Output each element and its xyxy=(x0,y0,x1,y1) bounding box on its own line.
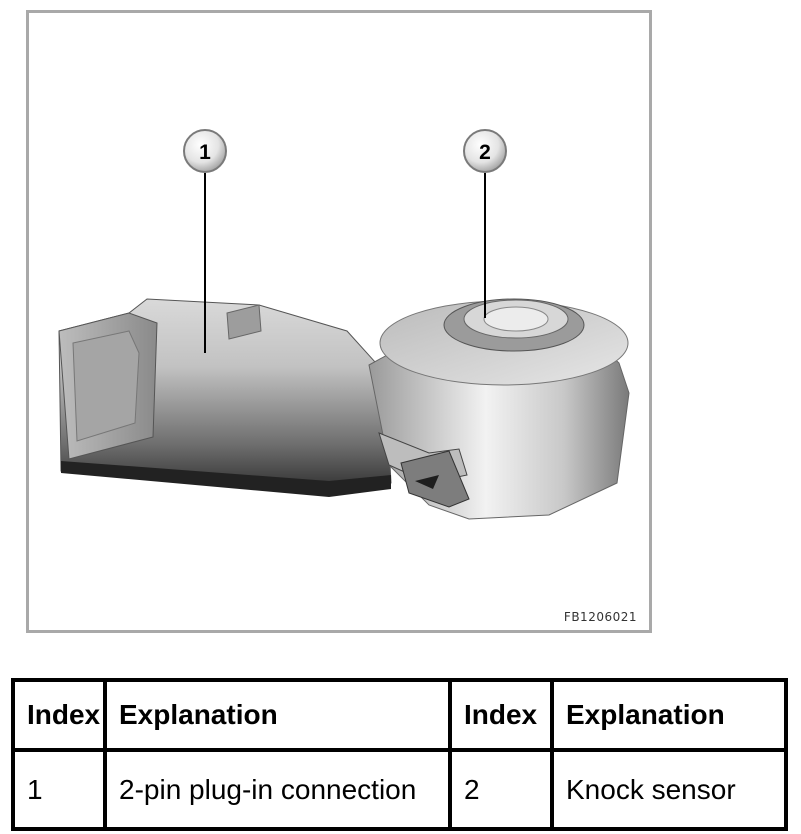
cell-index-1: 1 xyxy=(11,748,107,831)
legend-table: Index Explanation Index Explanation 1 2-… xyxy=(11,678,788,831)
header-explanation: Explanation xyxy=(103,678,452,752)
knock-sensor-illustration: 1 2 xyxy=(58,129,630,520)
callout-1: 1 xyxy=(183,129,227,173)
header-index: Index xyxy=(11,678,107,752)
sensor-body-shape xyxy=(368,298,630,520)
cell-explanation-2: Knock sensor xyxy=(550,748,788,831)
cell-explanation-1: 2-pin plug-in connection xyxy=(103,748,452,831)
callout-2: 2 xyxy=(463,129,507,173)
header-explanation-2: Explanation xyxy=(550,678,788,752)
cell-index-2: 2 xyxy=(448,748,554,831)
plug-connector-shape xyxy=(58,298,392,497)
svg-text:1: 1 xyxy=(199,141,211,164)
legend-header-row: Index Explanation Index Explanation xyxy=(11,678,788,752)
table-row: 1 2-pin plug-in connection 2 Knock senso… xyxy=(11,748,788,831)
figure-frame: 1 2 FB1206021 xyxy=(26,10,652,633)
svg-text:2: 2 xyxy=(479,141,491,164)
figure-code: FB1206021 xyxy=(563,610,637,624)
header-index-2: Index xyxy=(448,678,554,752)
